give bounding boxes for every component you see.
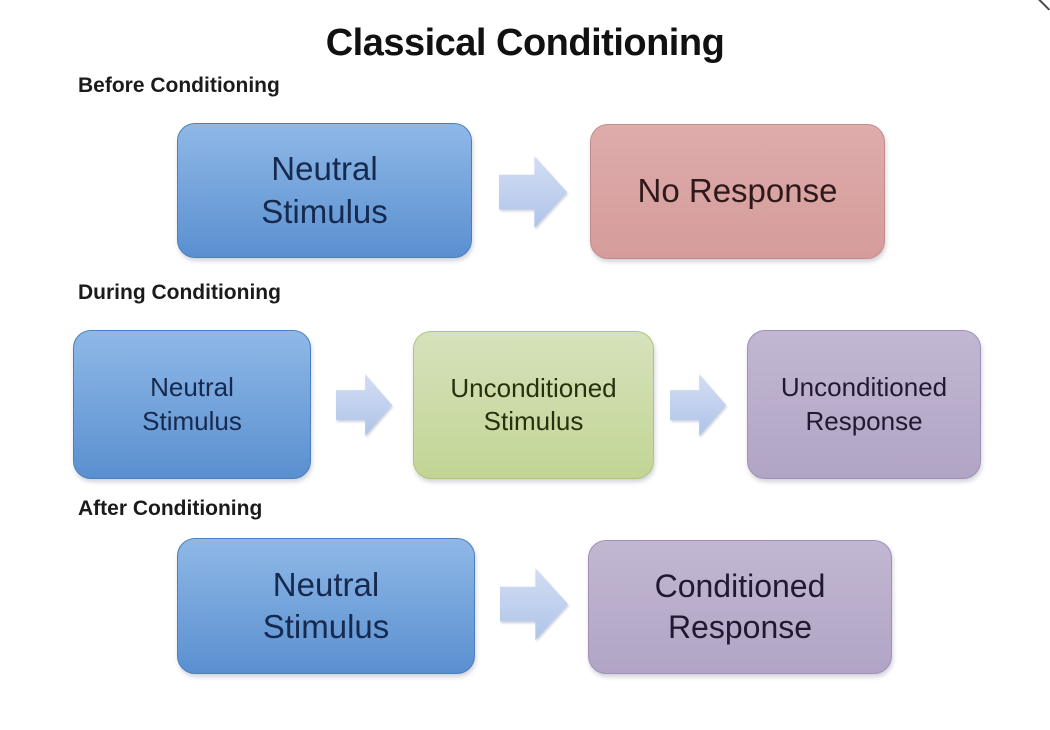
box-unconditioned-stimulus: Unconditioned Stimulus: [413, 331, 654, 479]
box-conditioned-response: Conditioned Response: [588, 540, 892, 674]
arrow-right-shape: [499, 156, 567, 228]
section-label-during-conditioning: During Conditioning: [78, 281, 281, 304]
box-neutral-stimulus-after: Neutral Stimulus: [177, 538, 475, 674]
arrow-right-icon: [670, 374, 726, 436]
section-label-before-conditioning: Before Conditioning: [78, 74, 280, 97]
page-curl-icon: [1036, 0, 1050, 11]
box-unconditioned-response: Unconditioned Response: [747, 330, 981, 479]
box-neutral-stimulus-before: Neutral Stimulus: [177, 123, 472, 258]
diagram-title: Classical Conditioning: [325, 22, 725, 64]
section-label-after-conditioning: After Conditioning: [78, 497, 263, 520]
arrow-right-icon: [499, 156, 567, 228]
arrow-right-shape: [670, 374, 726, 436]
arrow-right-icon: [500, 568, 568, 640]
box-no-response: No Response: [590, 124, 885, 259]
arrow-right-shape: [336, 374, 392, 436]
arrow-right-shape: [500, 568, 568, 640]
box-neutral-stimulus-during: Neutral Stimulus: [73, 330, 311, 479]
arrow-right-icon: [336, 374, 392, 436]
